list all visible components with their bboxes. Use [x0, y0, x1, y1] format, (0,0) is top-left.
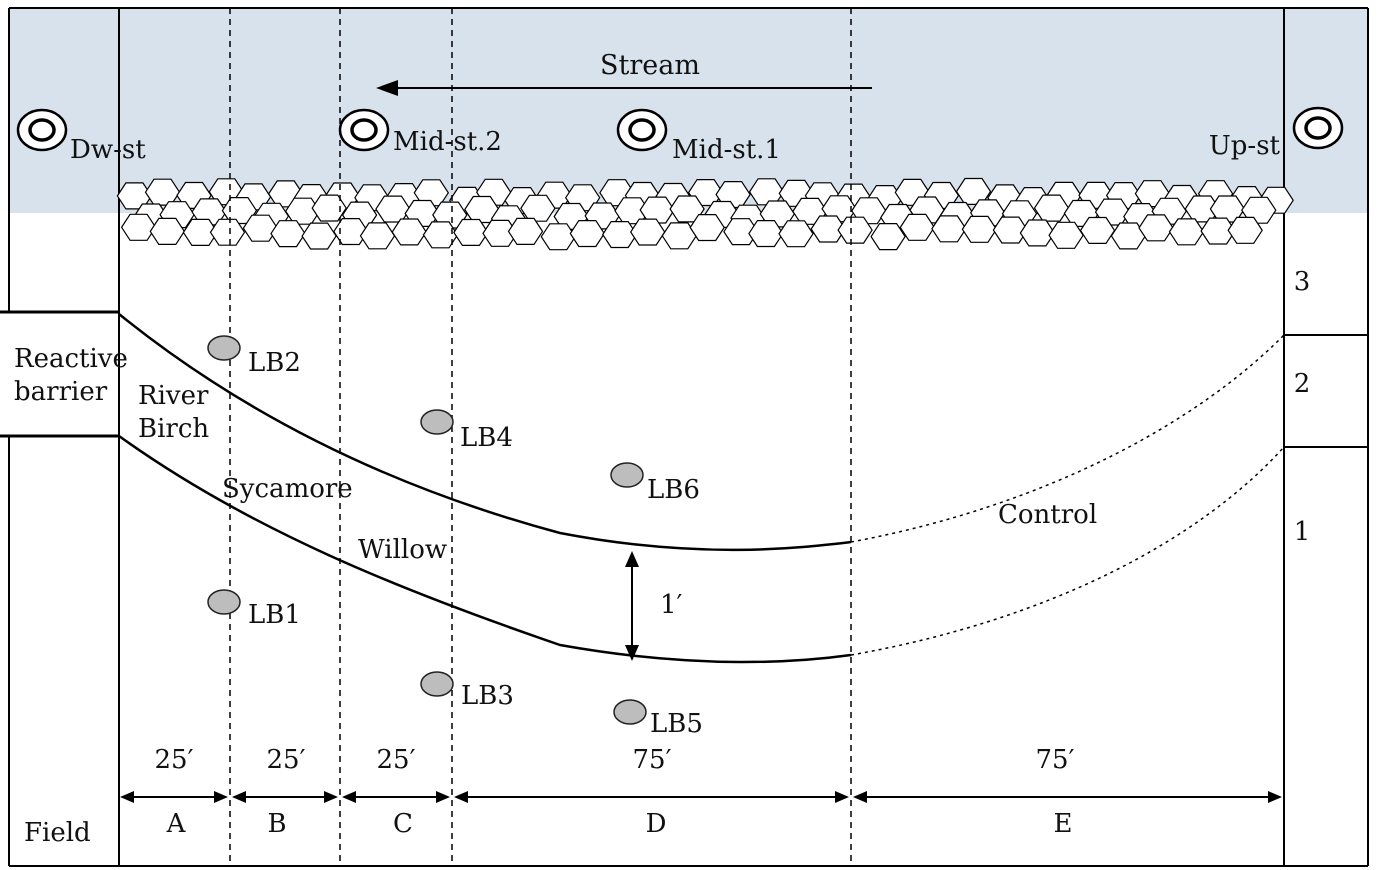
- section-label-d: D: [646, 809, 667, 839]
- riprap-stone: [149, 217, 186, 245]
- section-label-c: C: [393, 809, 413, 839]
- riprap-stone: [359, 222, 396, 250]
- distance-label-e: 75′: [1036, 745, 1075, 775]
- riprap-stone: [1048, 221, 1084, 249]
- well-lb1-label: LB1: [248, 600, 301, 630]
- up-station-icon: [1292, 106, 1344, 150]
- river-birch-label-line2: Birch: [138, 414, 209, 444]
- riprap-stone: [1227, 216, 1263, 244]
- riprap-stone: [422, 221, 459, 249]
- riprap-stone: [182, 218, 219, 246]
- reactive-barrier-lines: [0, 310, 119, 438]
- stream-water: [9, 9, 1368, 213]
- riprap-stone: [270, 220, 306, 248]
- riprap-stone: [1110, 222, 1147, 250]
- section-label-a: A: [166, 809, 187, 839]
- riprap-stone: [992, 216, 1029, 244]
- control-label: Control: [998, 500, 1097, 530]
- riprap-stone: [723, 218, 759, 246]
- riprap-stone: [482, 219, 518, 247]
- riprap-stone: [639, 196, 675, 224]
- barrier-lower-curve: [118, 434, 852, 664]
- section-label-b: B: [267, 809, 286, 839]
- riprap-stone: [520, 194, 556, 222]
- distance-label-c: 25′: [377, 745, 416, 775]
- riprap-stone: [837, 216, 873, 244]
- riprap-stone: [311, 194, 347, 222]
- riprap-stone: [1200, 217, 1236, 245]
- well-lb4-label: LB4: [460, 423, 513, 453]
- barrier-label-line1: Reactive: [14, 344, 128, 374]
- well-lb4-marker: [420, 409, 454, 435]
- riprap-stones: [116, 177, 1294, 251]
- well-lb6-marker: [610, 462, 644, 488]
- riprap-stone: [242, 214, 279, 242]
- riprap-stone: [120, 213, 157, 241]
- control-upper-dotted: [850, 334, 1285, 543]
- riprap-stone: [899, 213, 936, 241]
- barrier-width-label: 1′: [660, 590, 683, 620]
- riprap-stone: [870, 223, 906, 251]
- dw-station-icon: [16, 108, 68, 152]
- field-label: Field: [24, 818, 91, 848]
- distance-label-d: 75′: [633, 745, 672, 775]
- riprap-stone: [1033, 194, 1070, 222]
- river-birch-label-line1: River: [138, 381, 209, 411]
- sycamore-label: Sycamore: [222, 474, 353, 504]
- barrier-upper-curve: [118, 313, 852, 552]
- riprap-stone: [391, 218, 427, 246]
- barrier-width-arrow: [625, 551, 639, 661]
- riprap-stone: [453, 218, 489, 246]
- stream-flow-arrow: [376, 80, 872, 96]
- riprap-stone: [1138, 214, 1174, 242]
- riprap-stone: [1168, 218, 1205, 246]
- riprap-stone: [209, 218, 246, 246]
- stream-label: Stream: [600, 50, 700, 81]
- riprap-stone: [931, 215, 967, 243]
- section-boundaries: [229, 8, 852, 866]
- riprap-stone: [778, 220, 814, 248]
- zone-label-1: 1: [1294, 517, 1311, 547]
- mid1-station-icon: [616, 108, 668, 152]
- well-lb6-label: LB6: [647, 475, 700, 505]
- well-lb3-label: LB3: [461, 681, 514, 711]
- riprap-stone: [301, 222, 337, 250]
- barrier-curves: [118, 313, 1285, 664]
- riprap-stone: [961, 215, 998, 243]
- well-lb1-marker: [207, 589, 241, 615]
- station-label-dw: Dw-st: [70, 135, 146, 165]
- distance-label-a: 25′: [155, 745, 194, 775]
- station-label-mid2: Mid-st.2: [393, 127, 502, 157]
- willow-label: Willow: [358, 535, 447, 565]
- barrier-label-line2: barrier: [14, 377, 108, 407]
- riprap-stone: [569, 220, 606, 248]
- riprap-stone: [661, 222, 698, 250]
- riprap-stone: [1241, 196, 1277, 224]
- well-lb2-label: LB2: [248, 348, 301, 378]
- riprap-stone: [1019, 219, 1056, 247]
- mid2-station-icon: [338, 108, 390, 152]
- well-lb3-marker: [420, 671, 454, 697]
- section-label-e: E: [1054, 809, 1073, 839]
- riprap-stone: [748, 220, 784, 248]
- riprap-stone: [601, 221, 638, 249]
- riprap-stone: [629, 218, 666, 246]
- riprap-stone: [1079, 216, 1116, 244]
- control-lower-dotted: [850, 446, 1285, 656]
- riprap-stone: [689, 214, 725, 242]
- riprap-stone: [810, 215, 846, 243]
- distance-label-b: 25′: [267, 745, 306, 775]
- section-arrows: [120, 791, 1282, 803]
- well-lb5-marker: [613, 699, 647, 725]
- zone-label-2: 2: [1294, 369, 1311, 399]
- riprap-stone: [540, 223, 577, 251]
- riprap-stone: [333, 218, 369, 246]
- station-label-mid1: Mid-st.1: [672, 135, 781, 165]
- station-label-up: Up-st: [1209, 131, 1281, 161]
- well-lb2-marker: [207, 335, 241, 361]
- well-lb5-label: LB5: [650, 709, 703, 739]
- riprap-stone: [507, 217, 544, 245]
- zone-label-3: 3: [1294, 267, 1311, 297]
